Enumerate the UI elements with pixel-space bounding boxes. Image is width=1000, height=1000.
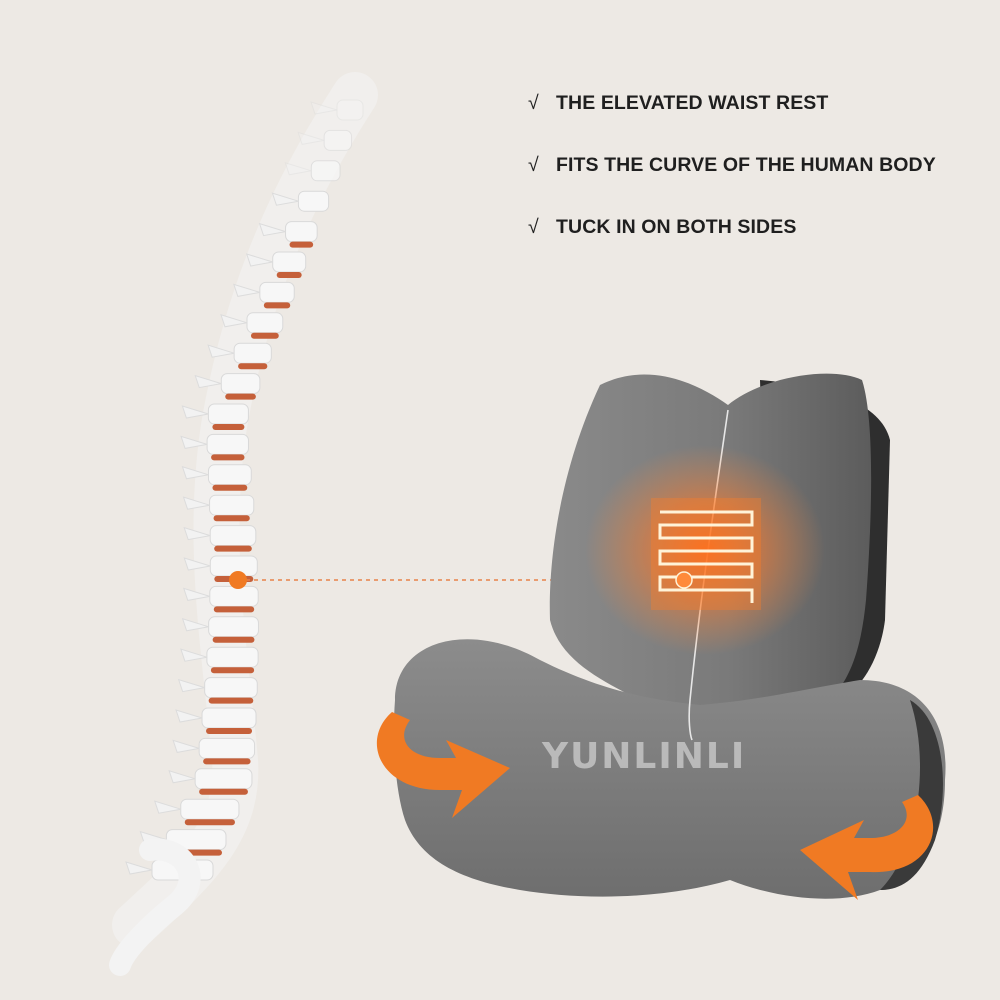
intervertebral-disc	[184, 819, 235, 826]
vertebra-process	[220, 314, 248, 328]
heating-pad-icon	[651, 498, 761, 610]
vertebra-process	[168, 770, 196, 784]
intervertebral-disc	[211, 454, 245, 461]
intervertebral-disc	[213, 515, 250, 522]
vertebra	[209, 585, 259, 607]
vertebra	[204, 677, 258, 699]
vertebra	[206, 433, 249, 455]
feature-item: √ THE ELEVATED WAIST REST	[528, 88, 936, 118]
vertebra-process	[180, 435, 208, 449]
arrow-right-icon	[376, 712, 510, 818]
vertebra-process	[310, 101, 338, 115]
vertebra	[220, 373, 261, 395]
intervertebral-disc	[203, 758, 251, 765]
vertebra	[194, 768, 253, 790]
vertebra-process	[207, 344, 235, 358]
vertebra	[208, 616, 259, 638]
vertebra	[336, 99, 364, 121]
vertebra	[209, 525, 257, 547]
feature-list: √ THE ELEVATED WAIST REST √ FITS THE CUR…	[528, 88, 936, 274]
vertebra-process	[177, 678, 205, 693]
vertebra	[297, 190, 330, 212]
vertebra	[206, 646, 259, 668]
lumbar-cushion-image	[393, 373, 946, 899]
intervertebral-disc	[212, 636, 255, 643]
vertebra-process	[172, 739, 200, 753]
feature-item: √ FITS THE CURVE OF THE HUMAN BODY	[528, 150, 936, 180]
vertebra-process	[125, 861, 153, 875]
arrow-left-icon	[800, 795, 934, 900]
vertebra	[246, 312, 284, 334]
feature-label: FITS THE CURVE OF THE HUMAN BODY	[556, 153, 936, 176]
intervertebral-disc	[199, 788, 248, 795]
vertebra	[310, 160, 341, 182]
vertebra	[201, 707, 257, 729]
intervertebral-disc	[263, 302, 291, 309]
feature-label: TUCK IN ON BOTH SIDES	[556, 215, 797, 238]
vertebra-process	[297, 131, 325, 145]
intervertebral-disc	[250, 332, 279, 339]
intervertebral-disc	[213, 606, 255, 613]
vertebra-process	[183, 526, 211, 541]
vertebra-process	[181, 618, 209, 632]
check-icon: √	[528, 91, 539, 114]
vertebra	[209, 494, 255, 516]
vertebra-process	[182, 496, 210, 510]
feature-item: √ TUCK IN ON BOTH SIDES	[528, 212, 936, 242]
intervertebral-disc	[276, 272, 302, 278]
vertebra-process	[271, 192, 299, 206]
vertebra-process	[233, 283, 260, 297]
intervertebral-disc	[225, 393, 256, 400]
vertebra	[323, 129, 353, 151]
vertebra	[207, 464, 252, 486]
intervertebral-disc	[212, 484, 248, 491]
vertebra-process	[180, 648, 208, 662]
vertebra-process	[181, 466, 209, 480]
vertebra-process	[183, 557, 211, 571]
intervertebral-disc	[214, 545, 252, 552]
check-icon: √	[528, 215, 539, 238]
vertebra	[272, 251, 307, 273]
brand-watermark: YUNLINLI	[542, 736, 747, 777]
vertebra	[180, 798, 240, 820]
vertebra	[198, 737, 256, 759]
vertebra-process	[183, 587, 210, 601]
spine-illustration	[109, 72, 378, 976]
vertebra	[285, 221, 318, 243]
vertebra-process	[181, 405, 209, 419]
feature-label: THE ELEVATED WAIST REST	[556, 91, 829, 114]
vertebra-process	[284, 162, 312, 176]
vertebra	[259, 281, 295, 303]
check-icon: √	[528, 153, 539, 176]
spine-marker-dot	[229, 571, 247, 589]
vertebra	[207, 403, 249, 425]
intervertebral-disc	[210, 667, 255, 674]
vertebra-process	[194, 374, 222, 389]
vertebra-process	[258, 222, 286, 237]
intervertebral-disc	[238, 363, 268, 370]
intervertebral-disc	[212, 424, 245, 430]
vertebra-process	[245, 253, 273, 267]
intervertebral-disc	[206, 728, 253, 734]
vertebra	[233, 342, 272, 364]
intervertebral-disc	[208, 697, 254, 704]
intervertebral-disc	[289, 241, 314, 248]
vertebra-process	[153, 800, 181, 814]
vertebra-process	[175, 709, 203, 723]
